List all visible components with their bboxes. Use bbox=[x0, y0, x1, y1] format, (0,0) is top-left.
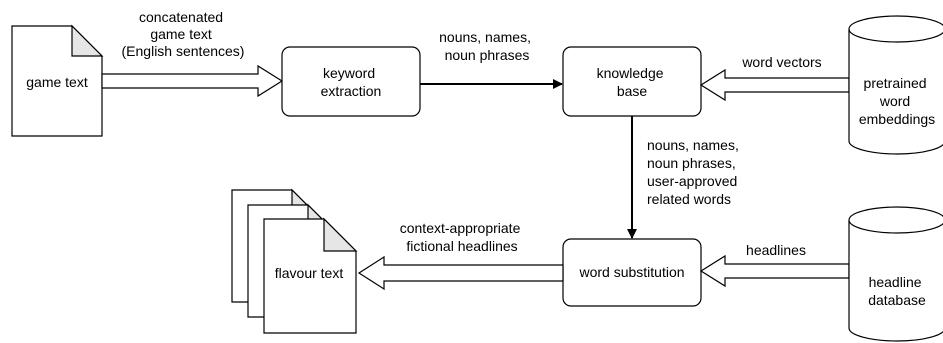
flavour-text-documents: flavour text bbox=[231, 188, 358, 334]
hollow-arrow-database-to-substitution bbox=[699, 254, 850, 288]
edge-label-kb-to-substitution: nouns, names, noun phrases, user-approve… bbox=[647, 137, 743, 207]
hollow-arrow-embeddings-to-kb bbox=[699, 68, 850, 102]
hollow-arrow-game-to-keyword bbox=[101, 64, 284, 98]
keyword-extraction-box: keyword extraction bbox=[281, 46, 421, 117]
flavour-text-label: flavour text bbox=[275, 265, 344, 281]
game-text-document: game text bbox=[11, 24, 104, 137]
word-substitution-label: word substitution bbox=[578, 264, 684, 280]
word-substitution-box: word substitution bbox=[562, 238, 702, 307]
game-text-label: game text bbox=[26, 74, 88, 90]
headline-database-cylinder: headline database bbox=[848, 206, 943, 342]
edge-label-keyword-to-kb: nouns, names, noun phrases bbox=[439, 29, 535, 63]
pretrained-embeddings-cylinder: pretrained word embeddings bbox=[848, 15, 943, 155]
front-document: flavour text bbox=[263, 217, 358, 334]
keyword-extraction-label: keyword extraction bbox=[321, 65, 382, 99]
edge-label-word-vectors: word vectors bbox=[741, 54, 821, 70]
knowledge-base-label: knowledge base bbox=[597, 65, 668, 99]
hollow-arrow-substitution-to-flavour bbox=[357, 255, 564, 291]
knowledge-base-box: knowledge base bbox=[562, 46, 702, 117]
edge-label-substitution-to-flavour: context-appropriate fictional headlines bbox=[400, 220, 525, 254]
pretrained-embeddings-label: pretrained word embeddings bbox=[859, 75, 935, 127]
edge-label-game-to-keyword: concatenated game text (English sentence… bbox=[122, 9, 245, 59]
edge-label-headlines: headlines bbox=[746, 242, 806, 258]
headline-database-label: headline database bbox=[868, 274, 926, 308]
